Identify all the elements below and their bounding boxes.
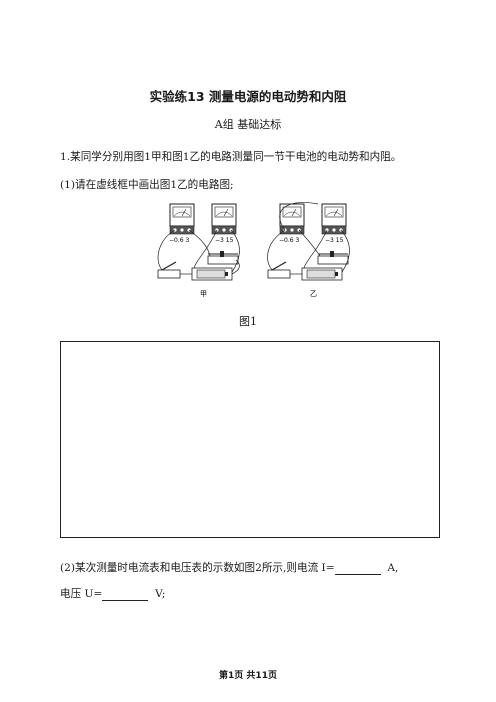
answer-box[interactable] (60, 341, 440, 538)
figure-label-right: 乙 (310, 290, 317, 298)
part2-voltage-prefix: 电压 U= (60, 588, 103, 600)
question-part-2-line-2: 电压 U= V; (60, 586, 165, 601)
question-part-1: (1)请在虚线框中画出图1乙的电路图; (60, 179, 234, 191)
question-part-2-line-1: (2)某次测量时电流表和电压表的示数如图2所示,则电流 I= A, (60, 560, 398, 575)
ammeter-scale-label: −0.6 3 (279, 237, 299, 244)
question-stem: 1.某同学分别用图1甲和图1乙的电路测量同一节干电池的电动势和内阻。 (60, 151, 402, 163)
figure-label-left: 甲 (200, 290, 207, 298)
voltmeter-scale-label: −3 15 (325, 237, 344, 244)
circuit-figure: −0.6 3 −3 15 甲 −0.6 3 (157, 202, 350, 298)
page-footer: 第1页 共11页 (219, 671, 277, 681)
part2-prefix: (2)某次测量时电流表和电压表的示数如图2所示,则电流 I= (60, 562, 335, 574)
voltage-answer-blank[interactable] (102, 588, 149, 601)
part2-unit-voltage: V; (155, 588, 166, 600)
section-heading: A组 基础达标 (214, 118, 282, 131)
figure-caption: 图1 (239, 315, 257, 328)
circuit-right: −0.6 3 −3 15 乙 (267, 202, 350, 298)
part2-unit-current: A, (387, 562, 399, 574)
ammeter-scale-label: −0.6 3 (169, 237, 189, 244)
current-answer-blank[interactable] (334, 562, 381, 575)
page-title: 实验练13 测量电源的电动势和内阻 (149, 89, 347, 104)
voltmeter-scale-label: −3 15 (215, 237, 234, 244)
circuit-left: −0.6 3 −3 15 甲 (157, 203, 240, 298)
